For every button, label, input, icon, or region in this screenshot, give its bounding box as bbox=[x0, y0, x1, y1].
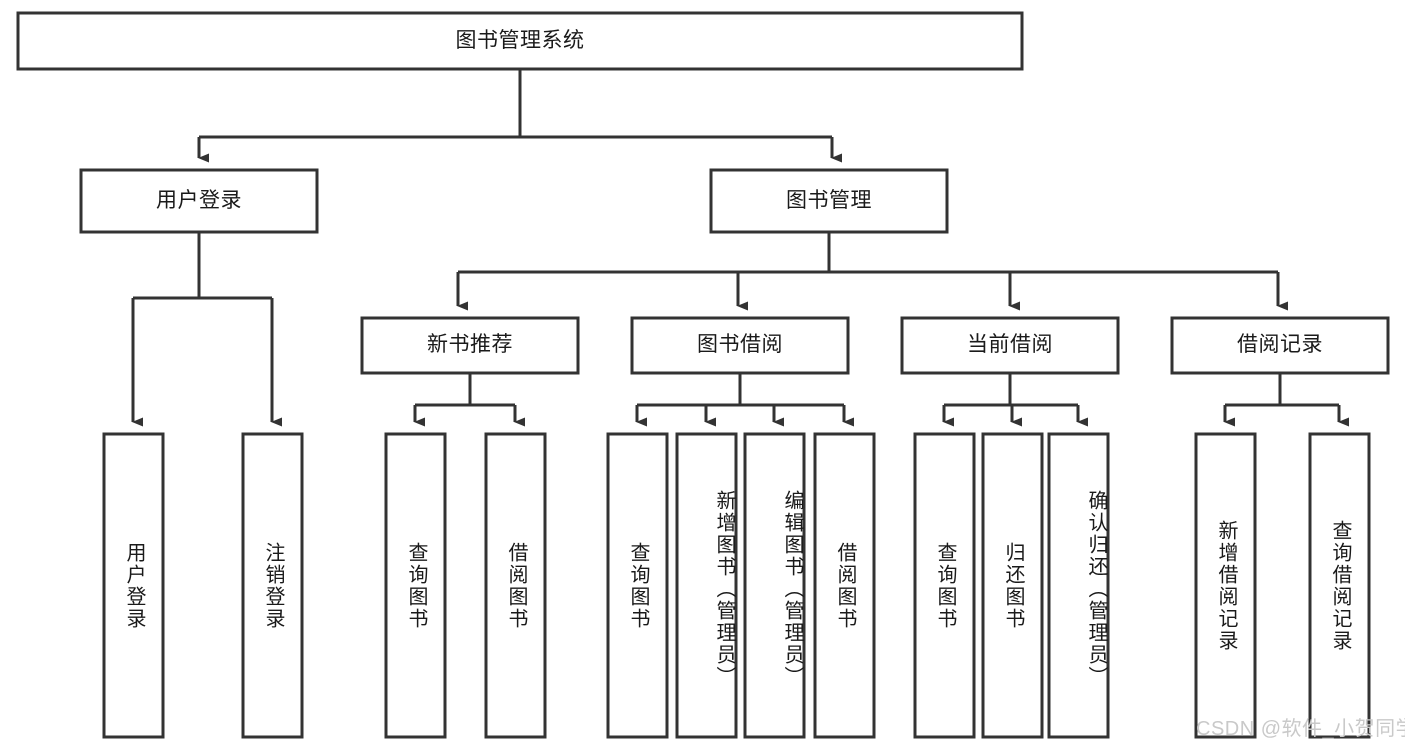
leaf-box-0 bbox=[102, 432, 165, 739]
connector-lines bbox=[131, 69, 1349, 427]
leaf-box-1 bbox=[241, 432, 304, 739]
node-box-new-book-recommend bbox=[360, 316, 580, 375]
leaf-box-4 bbox=[606, 432, 669, 739]
leaf-box-9 bbox=[981, 432, 1044, 739]
leaf-box-7 bbox=[813, 432, 876, 739]
node-box-book-management bbox=[709, 168, 949, 234]
leaf-box-11 bbox=[1194, 432, 1257, 739]
leaf-box-3 bbox=[484, 432, 547, 739]
node-box-user-login bbox=[79, 168, 319, 234]
csdn-watermark: CSDN @软件_小贺同学 bbox=[1196, 718, 1405, 740]
leaf-box-6 bbox=[743, 432, 806, 739]
leaf-box-2 bbox=[384, 432, 447, 739]
leaf-box-8 bbox=[913, 432, 976, 739]
leaf-box-5 bbox=[675, 432, 738, 739]
node-box-current-borrow bbox=[900, 316, 1120, 375]
leaf-box-12 bbox=[1308, 432, 1371, 739]
node-box-root bbox=[16, 11, 1024, 71]
node-box-borrow-record bbox=[1170, 316, 1390, 375]
leaf-box-10 bbox=[1047, 432, 1110, 739]
node-box-book-borrow bbox=[630, 316, 850, 375]
node-boxes bbox=[16, 11, 1390, 739]
